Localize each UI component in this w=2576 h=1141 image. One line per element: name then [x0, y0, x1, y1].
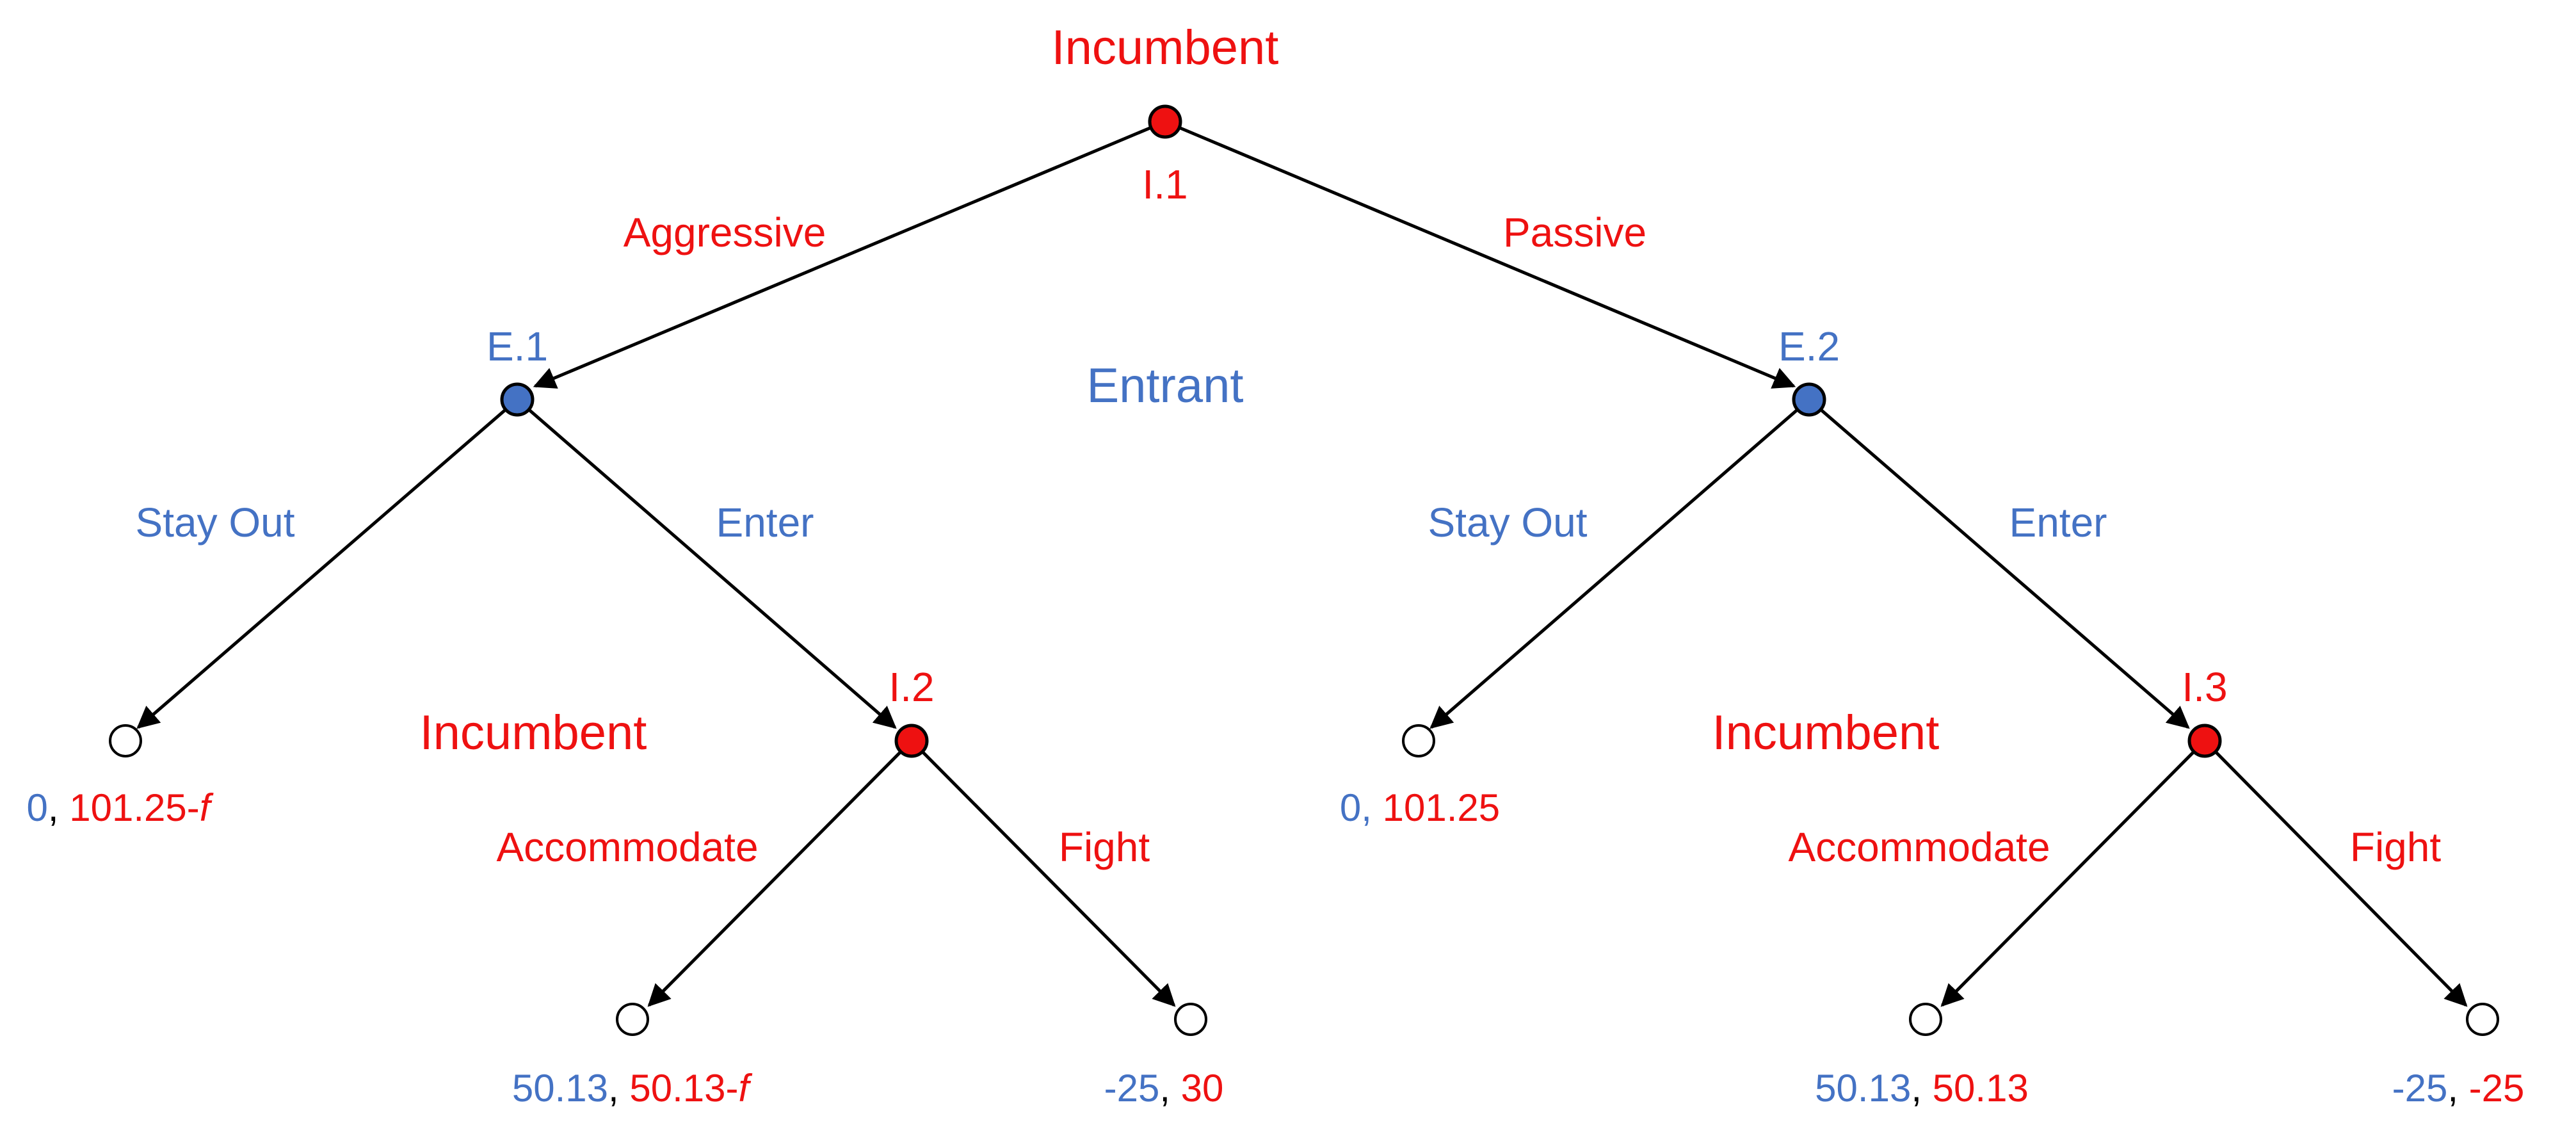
edges: [136, 120, 2468, 1007]
terminal-node-1: [109, 724, 142, 757]
payoff-2-fixed-cost: f: [738, 1067, 752, 1110]
node-e1: [500, 382, 535, 417]
player-label-entrant: Entrant: [1086, 359, 1243, 413]
payoff-1-incumbent: 101.25-: [69, 786, 200, 829]
payoff-1-fixed-cost: f: [200, 786, 214, 829]
node-i2: [894, 724, 929, 758]
node-e2: [1792, 382, 1826, 417]
payoff-4-entrant: 0,: [1340, 786, 1383, 829]
terminal-node-6: [2466, 1003, 2499, 1036]
payoff-2-incumbent: 50.13-: [629, 1067, 738, 1110]
payoff-1-entrant: 0: [27, 786, 48, 829]
node-i1: [1148, 104, 1182, 139]
payoff-terminal-5: 50.13, 50.13: [1815, 1067, 2029, 1110]
action-label-i3-fight: Fight: [2350, 824, 2442, 870]
node-label-e2: E.2: [1778, 323, 1840, 369]
payoff-3-entrant: -25: [1104, 1067, 1160, 1110]
edge-i3-fight: [2203, 740, 2468, 1007]
edge-i2-fight: [910, 740, 1176, 1007]
payoff-6-incumbent: -25: [2469, 1067, 2525, 1110]
action-label-aggressive: Aggressive: [624, 209, 826, 255]
edge-passive: [1164, 120, 1796, 389]
payoff-6-entrant: -25: [2392, 1067, 2448, 1110]
action-label-e2-stay-out: Stay Out: [1428, 499, 1588, 546]
action-label-e1-enter: Enter: [716, 499, 814, 546]
terminal-node-3: [1174, 1003, 1207, 1036]
edge-e2-stay-out: [1429, 398, 1810, 729]
terminal-node-4: [1402, 724, 1435, 757]
action-label-i3-accommodate: Accommodate: [1788, 824, 2050, 870]
edge-i2-accommodate: [647, 740, 913, 1007]
edge-e1-enter: [516, 398, 897, 729]
terminal-node-5: [1909, 1003, 1942, 1036]
action-label-e2-enter: Enter: [2009, 499, 2107, 546]
payoff-6-separator: ,: [2447, 1067, 2468, 1110]
edge-e2-enter: [1808, 398, 2190, 729]
action-label-e1-stay-out: Stay Out: [136, 499, 295, 546]
action-label-passive: Passive: [1503, 209, 1646, 255]
action-label-i2-accommodate: Accommodate: [496, 824, 758, 870]
terminal-node-2: [616, 1003, 649, 1036]
payoff-terminal-1: 0, 101.25-f: [27, 786, 214, 829]
node-label-i2: I.2: [889, 664, 934, 710]
player-label-incumbent-top: Incumbent: [1052, 20, 1279, 75]
payoff-5-entrant: 50.13: [1815, 1067, 1911, 1110]
node-label-e1: E.1: [487, 323, 548, 369]
payoff-2-entrant: 50.13: [512, 1067, 608, 1110]
action-label-i2-fight: Fight: [1059, 824, 1150, 870]
payoff-2-separator: ,: [608, 1067, 629, 1110]
payoff-3-separator: ,: [1159, 1067, 1180, 1110]
edge-i3-accommodate: [1940, 740, 2206, 1007]
payoff-terminal-3: -25, 30: [1104, 1067, 1224, 1110]
edge-e1-stay-out: [136, 398, 519, 729]
payoff-terminal-4: 0, 101.25: [1340, 786, 1500, 829]
payoff-5-separator: ,: [1911, 1067, 1932, 1110]
payoff-3-incumbent: 30: [1181, 1067, 1224, 1110]
node-label-i3: I.3: [2182, 664, 2227, 710]
payoff-1-separator: ,: [48, 786, 69, 829]
player-label-incumbent-right: Incumbent: [1712, 706, 1940, 760]
payoff-4-incumbent: 101.25: [1383, 786, 1501, 829]
payoff-terminal-2: 50.13, 50.13-f: [512, 1067, 753, 1110]
payoff-5-incumbent: 50.13: [1933, 1067, 2029, 1110]
node-i3: [2187, 724, 2222, 758]
player-label-incumbent-left: Incumbent: [420, 706, 647, 760]
payoff-terminal-6: -25, -25: [2392, 1067, 2525, 1110]
node-label-i1: I.1: [1142, 161, 1187, 207]
edge-aggressive: [533, 120, 1166, 389]
